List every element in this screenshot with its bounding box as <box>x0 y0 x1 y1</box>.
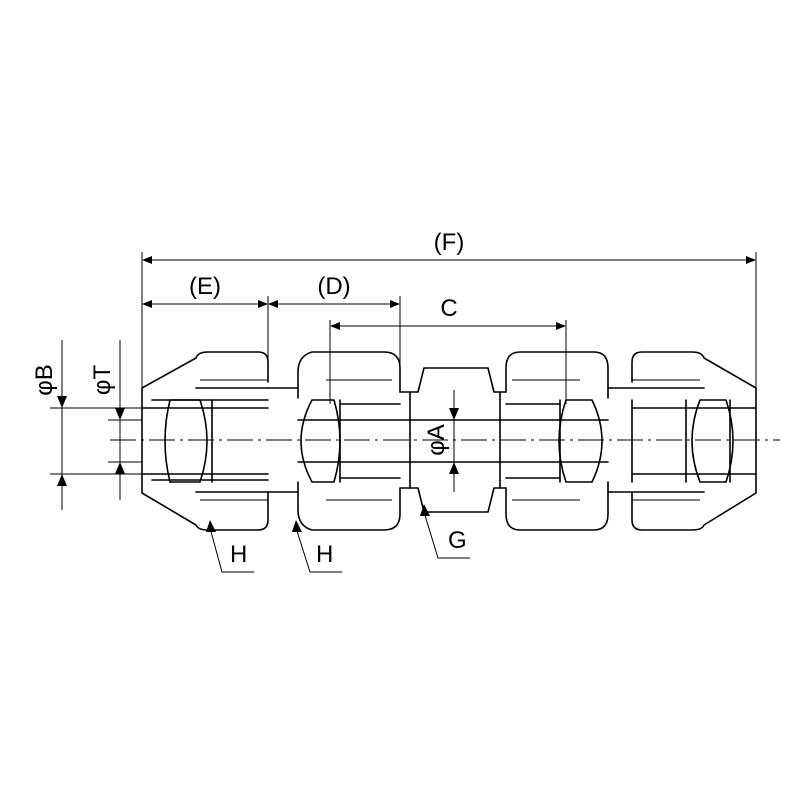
label-F: (F) <box>434 229 465 256</box>
label-phiB: φB <box>31 364 58 396</box>
leader-G <box>423 511 470 559</box>
center-hex <box>399 367 507 513</box>
label-H1: H <box>230 541 247 568</box>
inner-bore <box>297 419 609 463</box>
label-C: C <box>440 295 457 322</box>
label-phiT: φT <box>89 365 116 396</box>
label-D: (D) <box>317 273 350 300</box>
left-body-hex <box>297 351 401 531</box>
label-G: G <box>448 527 467 554</box>
left-ferrule-1 <box>164 399 208 483</box>
label-H2: H <box>316 541 333 568</box>
left-tube <box>141 407 269 475</box>
label-phiA: φA <box>423 424 450 456</box>
label-E: (E) <box>189 273 221 300</box>
right-tube <box>631 407 757 475</box>
leader-H2 <box>295 527 342 573</box>
right-body-hex <box>505 351 609 531</box>
right-nut-outline <box>631 351 757 531</box>
right-ferrule-1 <box>558 399 603 483</box>
leader-H1 <box>209 527 254 573</box>
left-nut-outline <box>141 351 269 531</box>
left-ferrule-2 <box>300 399 341 483</box>
dimensions <box>50 252 757 573</box>
right-ferrule-2 <box>691 399 734 483</box>
